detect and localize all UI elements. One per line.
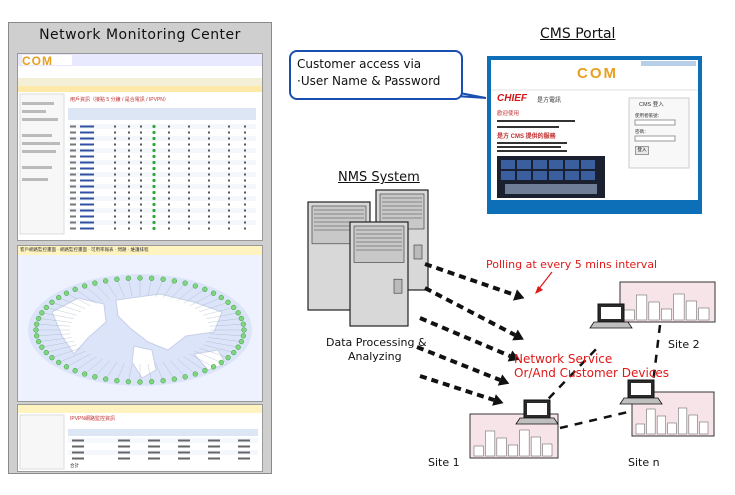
nms-system-title: NMS System — [338, 170, 420, 185]
site-1-label: Site 1 — [428, 456, 460, 469]
cms-logo: COM — [577, 65, 618, 82]
network-service-line1: Network Service — [514, 352, 613, 366]
cms-brand: CHIEF — [497, 93, 527, 104]
nmc-screenshot-report: IPVPN網路監控資訊 合計 — [17, 404, 263, 472]
network-monitoring-center-panel: Network Monitoring Center COM 用戶資訊（接點 5 … — [8, 22, 272, 474]
polling-label: Polling at every 5 mins interval — [486, 258, 658, 271]
nms-servers — [307, 189, 429, 327]
cms-welcome: 歡迎使用 — [497, 111, 520, 117]
nmc-screenshot-table: COM 用戶資訊（接點 5 分鐘 / 是合電訊 / IPVPN） — [17, 53, 263, 241]
cms-account-label: 使用者帳號： — [635, 113, 662, 118]
nmc-world-map — [18, 246, 262, 401]
nmc-report-total: 合計 — [70, 463, 79, 468]
cms-portal-screen — [491, 60, 698, 210]
cms-password-label: 密碼： — [635, 129, 649, 134]
site-n-label: Site n — [628, 456, 660, 469]
nmc-logo: COM — [22, 54, 53, 68]
nmc-table-screen — [18, 54, 262, 235]
cms-brand-sub: 是方電訊 — [537, 98, 562, 104]
nms-caption-line1: Data Processing & — [326, 336, 427, 349]
nmc-report-screen — [18, 405, 262, 470]
cms-login-title: CMS 登入 — [639, 102, 664, 108]
nmc-report-heading: IPVPN網路監控資訊 — [70, 416, 116, 422]
site-2-label: Site 2 — [668, 338, 700, 351]
network-service-line2: Or/And Customer Devices — [514, 366, 670, 380]
cms-portal-title: CMS Portal — [540, 26, 616, 42]
cms-service-title: 是方 CMS 提供的服務 — [497, 134, 556, 140]
polling-pointer — [537, 271, 553, 291]
customer-access-bubble: Customer access via ·User Name & Passwor… — [289, 50, 463, 100]
nmc-title: Network Monitoring Center — [39, 27, 241, 43]
nms-caption-line2: Analyzing — [348, 350, 402, 363]
bubble-line1: Customer access via — [297, 57, 422, 71]
nmc-map-tabs: 客戶網路監控畫面 · 網路監控畫面 · 可用率報表 · 問題 · 維護排程 — [20, 247, 149, 252]
cms-login-button[interactable]: 登入 — [635, 146, 649, 155]
nmc-screenshot-map: 客戶網路監控畫面 · 網路監控畫面 · 可用率報表 · 問題 · 維護排程 — [17, 245, 263, 402]
bubble-line2: ·User Name & Password — [297, 74, 441, 88]
cms-portal-frame: COM CHIEF 是方電訊 歡迎使用 是方 CMS 提供的服務 CMS 登入 … — [487, 56, 702, 214]
nmc-table-heading: 用戶資訊（接點 5 分鐘 / 是合電訊 / IPVPN） — [70, 97, 169, 103]
link-site1-siten — [559, 410, 629, 430]
cms-portal-page: COM CHIEF 是方電訊 歡迎使用 是方 CMS 提供的服務 CMS 登入 … — [491, 60, 698, 210]
link-site2-siten — [650, 324, 662, 393]
